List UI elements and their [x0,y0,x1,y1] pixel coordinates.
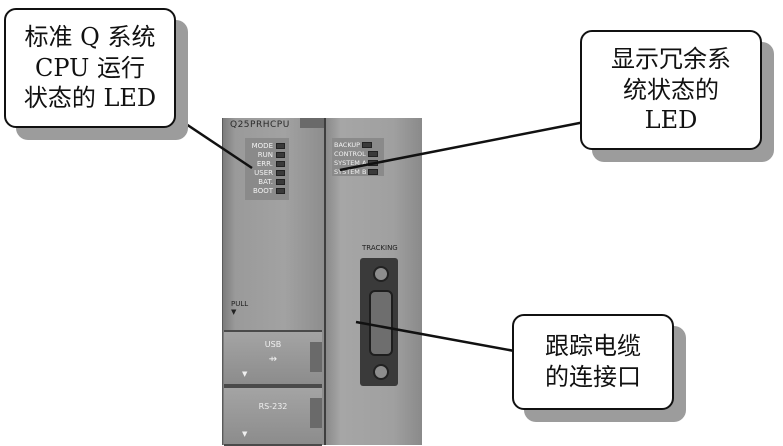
led-label: USER [254,168,273,177]
rs232-label: RS-232 [258,402,288,411]
led-label: ERR. [256,159,273,168]
led-control: CONTROL [334,150,378,158]
led-backup: BACKUP [334,141,373,149]
tracking-label: TRACKING [362,244,398,252]
led-indicator [362,142,373,148]
callout-redundant-led: 显示冗余系 统状态的 LED [580,30,762,150]
led-indicator [276,160,285,167]
led-label: BOOT [253,186,273,195]
led-indicator [276,169,285,176]
led-system-b: SYSTEM B [334,168,379,176]
pull-text: PULL [231,300,249,308]
arrow-down-icon: ▼ [242,430,248,438]
led-label: CONTROL [334,150,366,158]
led-run: RUN [258,150,285,159]
screw-icon [373,364,389,380]
model-label: Q25PRHCPU [230,120,290,130]
led-label: MODE [251,141,273,150]
led-indicator [276,142,285,149]
callout-redundant-led-text: 显示冗余系 统状态的 LED [611,44,731,135]
pull-label: PULL▼ [231,300,248,316]
led-label: RUN [257,150,273,159]
cover-tab [310,398,322,428]
cpu-led-panel: MODE RUN ERR. USER BAT. BOOT [245,138,289,200]
arrow-down-icon: ▼ [231,308,237,316]
callout-cpu-led: 标准 Q 系统 CPU 运行 状态的 LED [4,8,176,128]
usb-port-cover: USB ⇸ ▼ [224,330,322,386]
screw-icon [373,266,389,282]
arrow-down-icon: ▼ [242,370,248,378]
leader-line-tracking [355,320,521,354]
led-mode: MODE [252,141,285,150]
usb-label: USB [264,340,282,349]
callout-cpu-led-text: 标准 Q 系统 CPU 运行 状态的 LED [23,22,157,113]
usb-icon: ⇸ [268,354,278,365]
cover-tab [310,342,322,372]
led-indicator [276,151,285,158]
led-indicator [367,151,378,157]
led-label: BACKUP [334,141,361,149]
led-indicator [276,178,285,185]
led-indicator [276,187,285,194]
led-err: ERR. [257,159,285,168]
callout-tracking-cable: 跟踪电缆 的连接口 [512,314,674,410]
led-label: SYSTEM A [334,159,367,167]
led-label: SYSTEM B [334,168,367,176]
tracking-connector-socket [369,290,393,356]
led-bat: BAT. [258,177,285,186]
led-user: USER [254,168,285,177]
module-top-edge [300,118,324,128]
callout-tracking-cable-text: 跟踪电缆 的连接口 [545,332,641,391]
led-indicator [368,169,379,175]
led-label: BAT. [258,177,273,186]
leader-line-redundant-led [339,116,606,172]
led-boot: BOOT [253,186,285,195]
leader-line-cpu-led [179,118,253,170]
